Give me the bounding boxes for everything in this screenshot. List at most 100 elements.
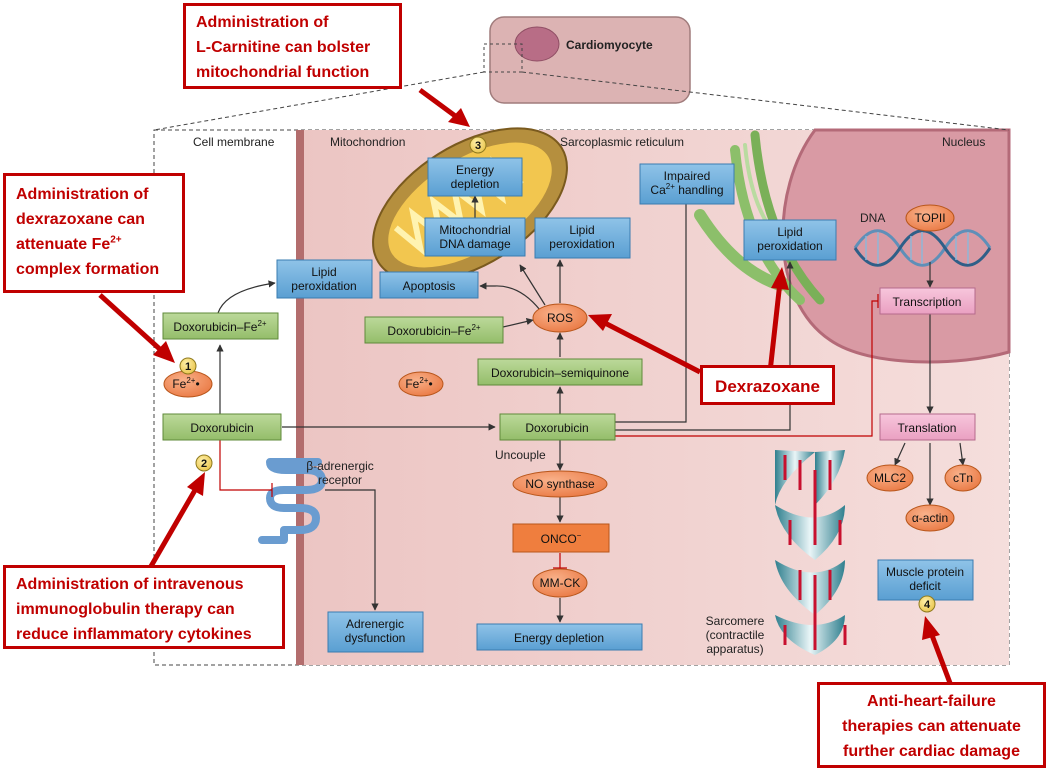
energy-depletion-top-box <box>427 157 523 197</box>
callout-l-carnitine: Administration of L-Carnitine can bolste… <box>183 3 402 89</box>
doxorubicin-fe-left-box <box>162 312 279 340</box>
arrow-ros-to-apoptosis <box>479 282 541 311</box>
fe-left-label: Fe2+• <box>172 376 199 391</box>
ros-label: ROS <box>547 311 573 325</box>
nucleus-label: Nucleus <box>942 135 985 149</box>
doxorubicin-semiquinone-box <box>477 358 643 386</box>
lipid-peroxidation-left-box <box>276 259 373 299</box>
doxorubicin-mid-label: Doxorubicin <box>525 421 588 435</box>
cardiomyocyte-cell <box>489 16 691 104</box>
ctn-label: cTn <box>953 471 973 485</box>
no-synthase-label: NO synthase <box>525 477 595 491</box>
marker-2-label: 2 <box>201 458 207 470</box>
topii-oval <box>905 204 955 232</box>
callout-fe-superscript: 2+ <box>110 234 122 246</box>
translation-box <box>879 413 976 441</box>
callout-line: dexrazoxane can <box>16 211 145 228</box>
inhibition-lines <box>219 294 879 569</box>
mm-ck-oval <box>532 568 588 598</box>
arrow-dexrazoxane-lipid <box>771 267 789 290</box>
alpha-actin-label: α-actin <box>912 511 948 525</box>
callout-line: Administration of intravenous <box>16 576 244 593</box>
energy-depletion-bottom-box <box>476 623 643 651</box>
dna-label: DNA <box>860 211 885 225</box>
callout-line: complex formation <box>16 261 160 278</box>
alpha-actin-oval <box>905 504 955 532</box>
doxorubicin-fe-mid-label: Doxorubicin–Fe2+ <box>387 323 480 338</box>
fe-oval-mid <box>398 371 444 397</box>
zoom-indicator: Cardiomyocyte <box>153 16 1010 131</box>
pathway-arrows <box>216 189 966 623</box>
callout-line: therapies can attenuate <box>842 718 1021 735</box>
uncouple-label: Uncouple <box>495 448 546 462</box>
ros-oval <box>532 303 588 333</box>
no-synthase-oval <box>512 470 608 498</box>
marker-4-label: 4 <box>924 599 931 611</box>
callout-line: Anti-heart-failure <box>867 693 996 710</box>
doxorubicin-mid-box <box>499 413 616 441</box>
callout-line: reduce inflammatory cytokines <box>16 626 252 643</box>
callout-line: mitochondrial function <box>196 64 370 81</box>
doxorubicin-fe-mid-box <box>364 316 504 344</box>
mlc2-label: MLC2 <box>874 471 906 485</box>
sarcomere <box>775 450 847 655</box>
marker-4 <box>918 595 936 613</box>
callout-line: L-Carnitine can bolster <box>196 39 371 56</box>
energy-depletion-bottom-label: Energy depletion <box>514 631 604 645</box>
arrow-receptor-to-dysfunction <box>325 489 379 611</box>
lipid-peroxidation-mito-box <box>534 217 631 259</box>
onco-label: ONCO− <box>541 531 582 546</box>
callout-line: attenuate Fe2+ <box>16 232 172 257</box>
arrow-dox-to-calcium <box>615 189 690 423</box>
callout-arrows <box>98 87 953 684</box>
arrow-heart-failure <box>922 616 940 640</box>
mito-dna-damage-box <box>424 217 526 257</box>
beta-receptor-shape <box>258 458 326 544</box>
impaired-calcium-box <box>639 163 735 205</box>
topii-label: TOPII <box>914 211 945 225</box>
mm-ck-label: MM-CK <box>540 576 581 590</box>
arrow-lcarnitine <box>448 108 470 127</box>
marker-3-label: 3 <box>475 140 481 152</box>
zoom-box <box>483 43 523 73</box>
arrow-ros-to-mitodna <box>519 264 546 306</box>
apoptosis-box <box>379 271 479 299</box>
callout-line: further cardiac damage <box>843 743 1020 760</box>
callout-line: Dexrazoxane <box>715 377 820 396</box>
dna-helix <box>853 229 992 267</box>
cardiomyocyte-label: Cardiomyocyte <box>566 38 653 52</box>
arrow-translation-to-mlc2 <box>894 442 906 466</box>
arrow-translation-to-ctn <box>958 442 966 466</box>
adrenergic-dysfunction-box <box>327 611 424 653</box>
transcription-box <box>879 287 976 315</box>
arrow-immunoglobulin <box>187 472 205 496</box>
callout-line: immunoglobulin therapy can <box>16 601 235 618</box>
sarcoplasmic-reticulum-label: Sarcoplasmic reticulum <box>560 135 684 149</box>
marker-3 <box>469 136 487 154</box>
arrow-dexrazoxane-fe <box>153 341 175 363</box>
apoptosis-label: Apoptosis <box>403 279 456 293</box>
transcription-label: Transcription <box>893 295 962 309</box>
doxorubicin-left-box <box>162 413 282 441</box>
marker-2 <box>195 454 213 472</box>
doxorubicin-semiquinone-label: Doxorubicin–semiquinone <box>491 366 629 380</box>
arrow-dexrazoxane-ros <box>588 314 612 331</box>
lipid-peroxidation-sr-box <box>743 219 837 261</box>
doxorubicin-fe-left-label: Doxorubicin–Fe2+ <box>173 319 266 334</box>
marker-1 <box>179 357 197 375</box>
callout-line: Administration of <box>16 186 149 203</box>
callout-fe-text: attenuate Fe <box>16 236 111 253</box>
callout-dexrazoxane: Dexrazoxane <box>700 365 835 405</box>
ctn-oval <box>944 464 982 492</box>
callout-dexrazoxane-fe: Administration of dexrazoxane can attenu… <box>3 173 185 293</box>
callout-immunoglobulin: Administration of intravenous immunoglob… <box>3 565 285 649</box>
doxorubicin-left-label: Doxorubicin <box>190 421 253 435</box>
